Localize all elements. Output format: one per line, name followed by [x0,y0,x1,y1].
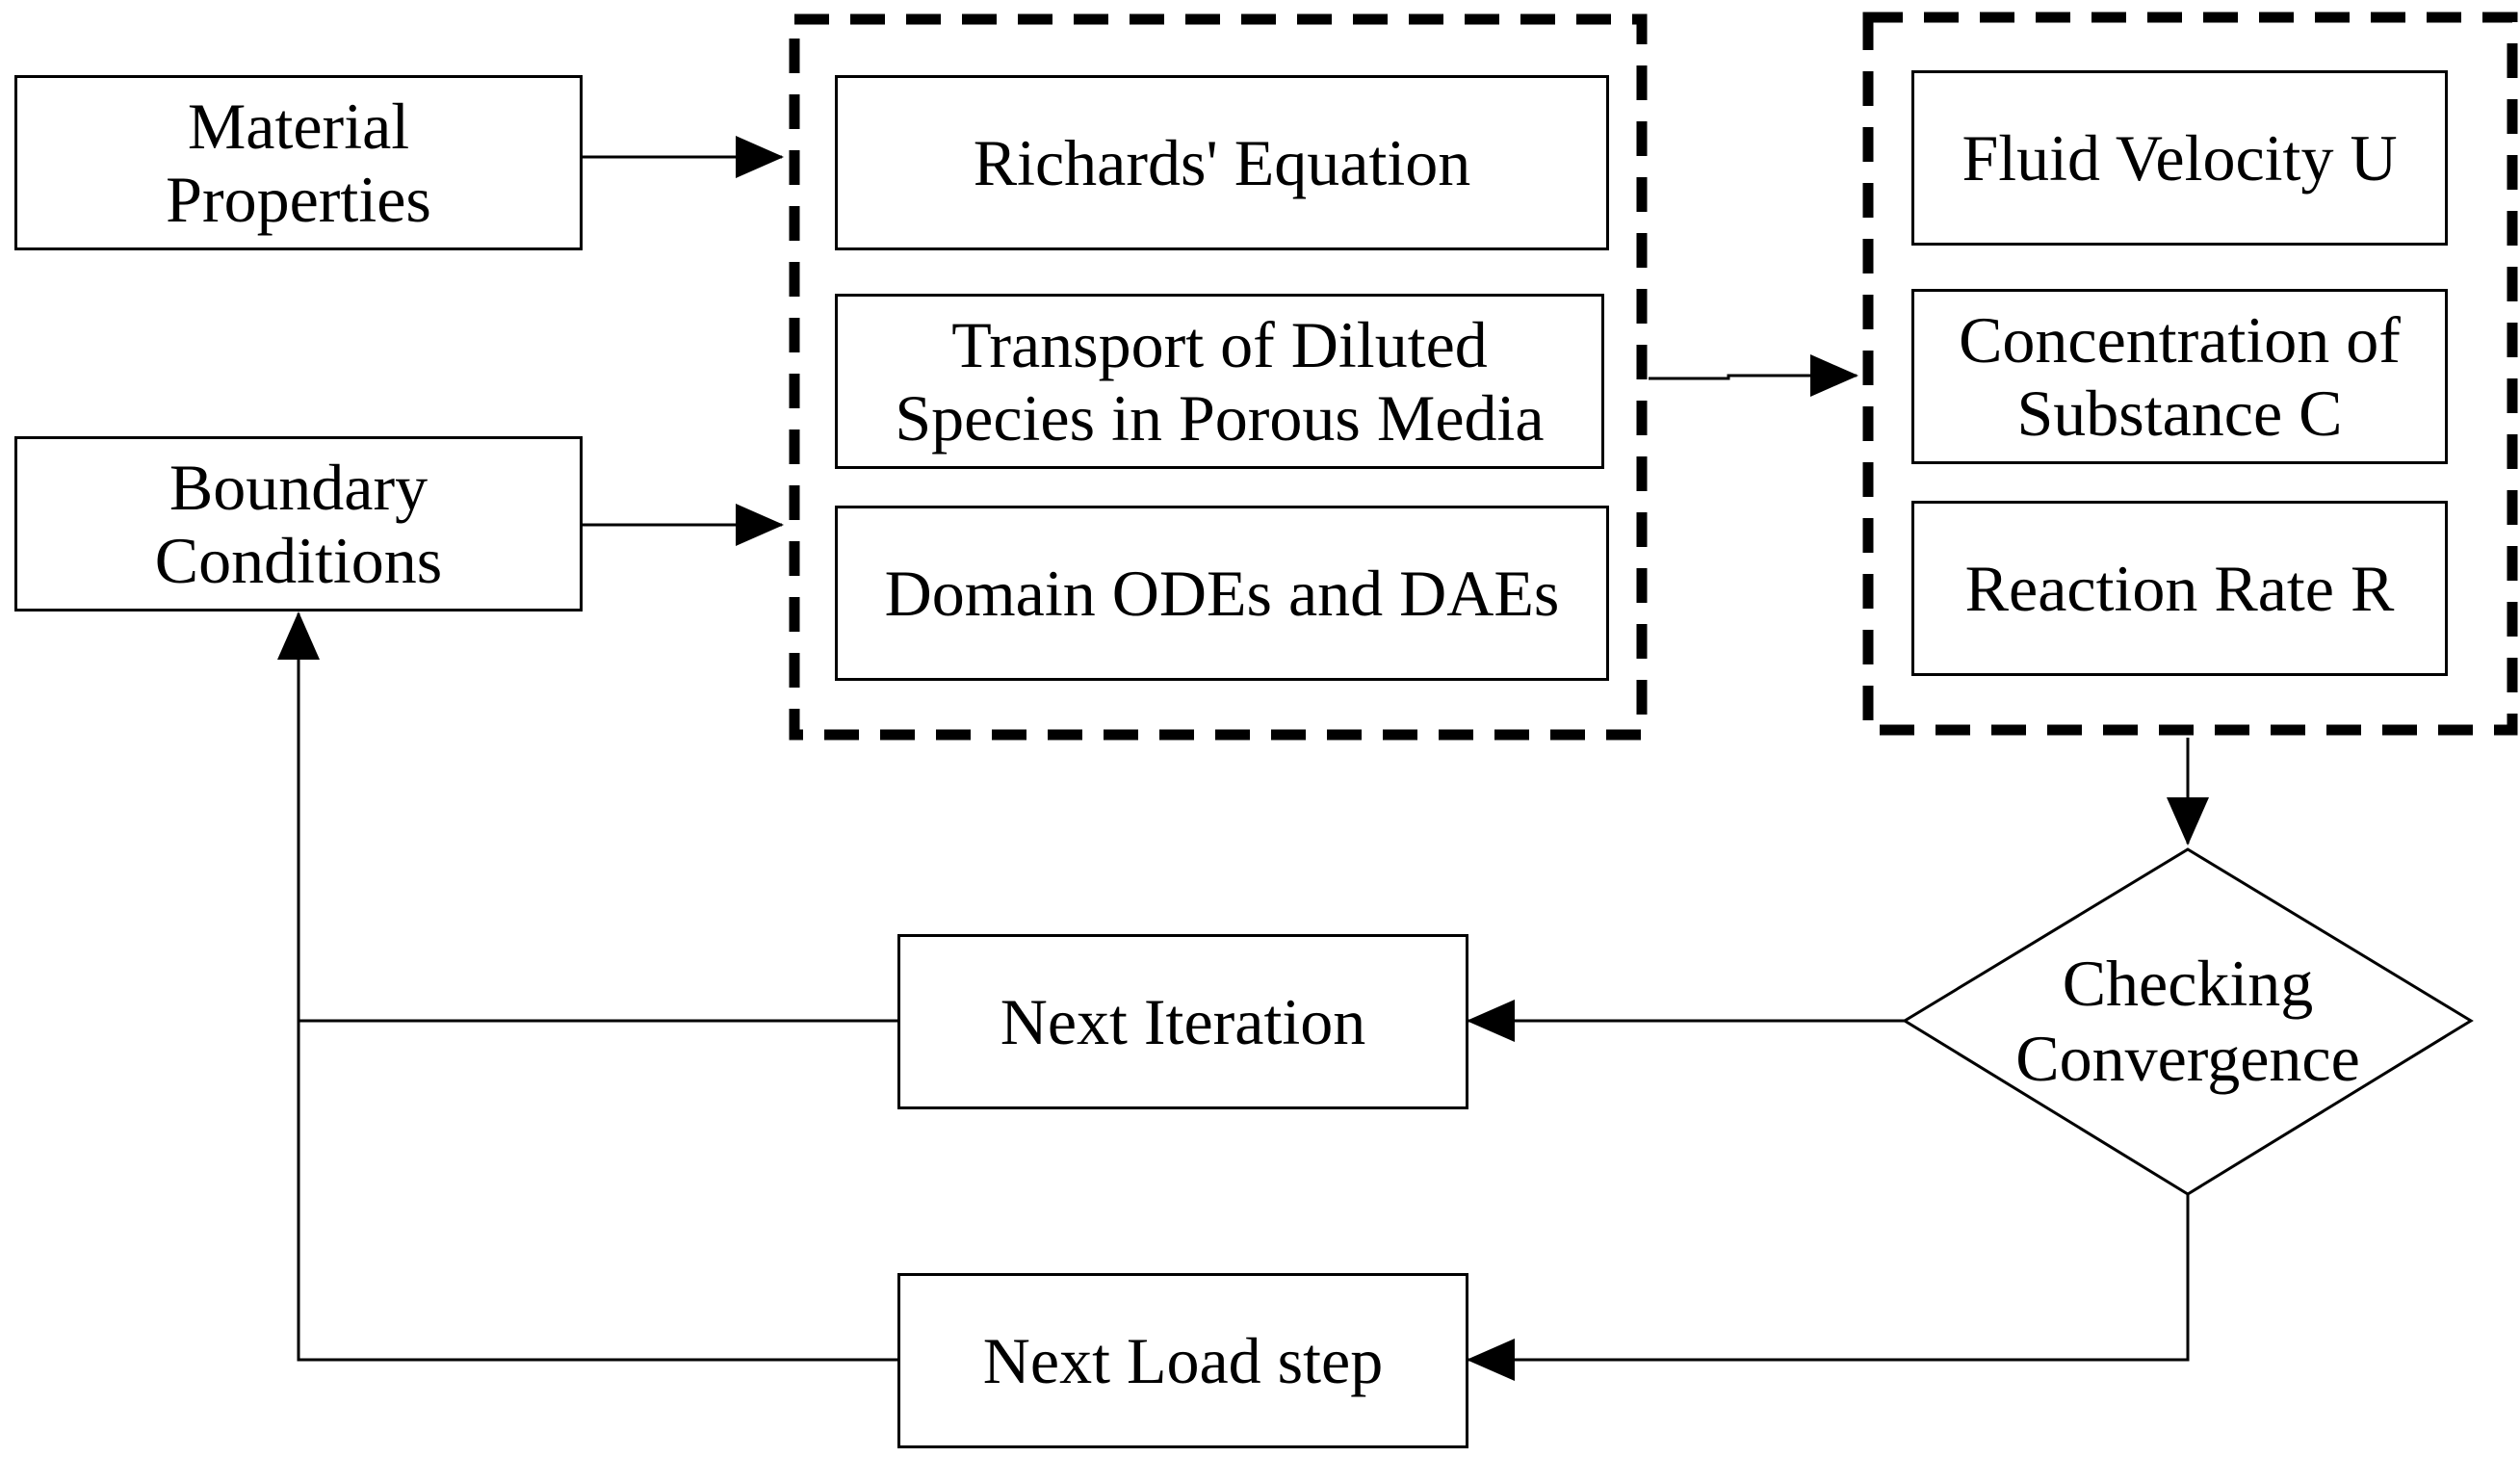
boundary-conditions-box: Boundary Conditions [14,436,583,611]
boundary-conditions-label-line-1: Boundary [169,450,429,524]
next-iteration-box: Next Iteration [897,934,1468,1109]
fluid-velocity-label: Fluid Velocity U [1961,120,2398,195]
material-properties-label-line-1: Material [187,89,410,163]
fluid-velocity-box: Fluid Velocity U [1911,70,2448,246]
material-properties-box: Material Properties [14,75,583,250]
arrow-physics-to-outputs [1649,354,1858,397]
concentration-label-line-1: Concentration of [1959,302,2401,377]
convergence-diamond [1902,847,2474,1196]
next-iteration-label: Next Iteration [1000,984,1366,1058]
checking-convergence-label: Checking Convergence [1945,939,2430,1103]
richards-equation-label: Richards' Equation [973,125,1471,199]
arrow-next-load-step-to-boundary [277,611,897,1362]
transport-label-line-1: Transport of Diluted [951,307,1488,381]
arrow-convergence-to-next-load-step [1467,1194,2190,1381]
checking-convergence-line-1: Checking [2062,946,2314,1020]
richards-equation-box: Richards' Equation [835,75,1609,250]
material-properties-label-line-2: Properties [166,163,431,236]
reaction-rate-box: Reaction Rate R [1911,501,2448,676]
domain-odes-daes-box: Domain ODEs and DAEs [835,506,1609,681]
reaction-rate-label: Reaction Rate R [1964,551,2395,625]
transport-label-line-2: Species in Porous Media [895,381,1545,455]
boundary-conditions-label-line-2: Conditions [154,524,443,597]
physics-group-dashed-border [789,13,1648,741]
checking-convergence-line-2: Convergence [2015,1022,2360,1095]
next-load-step-label: Next Load step [982,1323,1384,1397]
domain-odes-label: Domain ODEs and DAEs [884,556,1560,630]
concentration-label-line-2: Substance C [2016,377,2343,450]
concentration-box: Concentration of Substance C [1911,289,2448,464]
transport-diluted-species-box: Transport of Diluted Species in Porous M… [835,294,1604,469]
next-load-step-box: Next Load step [897,1273,1468,1448]
outputs-group-dashed-border [1862,12,2518,736]
